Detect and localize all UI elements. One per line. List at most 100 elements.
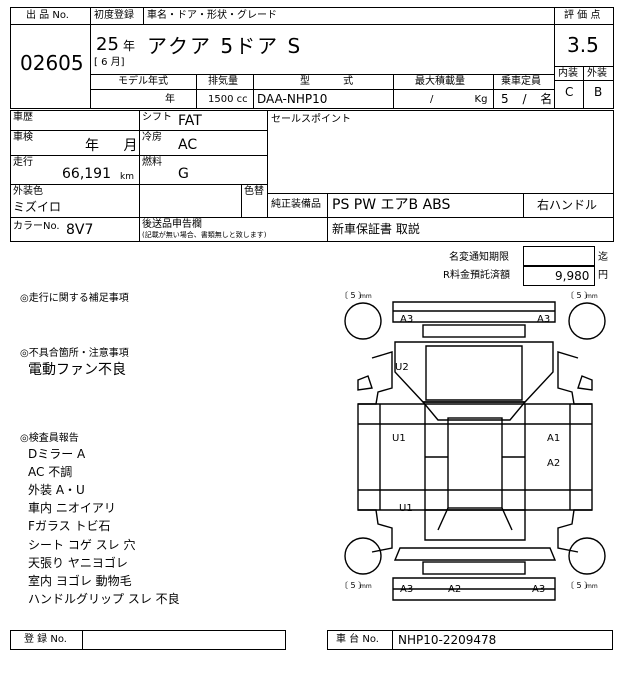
- score-label: 評 価 点: [564, 10, 601, 21]
- inspection-value: 年 月: [85, 138, 138, 154]
- details-row-div-3: [10, 184, 268, 185]
- type-label: 型 式: [300, 76, 354, 87]
- recycle-label: R料金預託済額: [443, 270, 510, 281]
- mark-left-front-door: U1: [392, 433, 406, 444]
- ac-label: 冷房: [142, 132, 162, 143]
- inspector-line-1: Dミラー A: [28, 447, 86, 461]
- recycle-unit: 円: [598, 270, 608, 281]
- inspector-line-5: Fガラス トビ石: [28, 519, 111, 533]
- color-change-label: 色替: [244, 186, 264, 197]
- shift: FAT: [178, 113, 202, 129]
- inspector-line-7: 天張り ヤニヨゴレ: [28, 556, 128, 570]
- chassis-no: NHP10-2209478: [398, 633, 497, 647]
- exterior-grade: B: [594, 85, 603, 99]
- details-row-div-2: [10, 155, 268, 156]
- type: DAA-NHP10: [257, 92, 328, 106]
- inspector-title: ◎検査員報告: [20, 433, 79, 444]
- chassis-label: 車 台 No.: [336, 634, 379, 645]
- reg-no-box: [10, 630, 286, 650]
- capacity: 5 / 名: [501, 92, 553, 106]
- defects-title: ◎不具合箇所・注意事項: [20, 348, 129, 359]
- mileage-label: 走行: [13, 157, 33, 168]
- fuel-label: 燃料: [142, 157, 162, 168]
- name-change-unit: 迄: [598, 252, 608, 263]
- tire-label-bottom-left: 〔 5 〕: [340, 581, 366, 590]
- tire-label-top-left: 〔 5 〕: [340, 291, 366, 300]
- mark-right-front-door: A1: [547, 433, 560, 444]
- tire-unit-bottom-right: mm: [586, 583, 598, 590]
- specs-col-div-2: [253, 74, 254, 109]
- displacement-label: 排気量: [208, 76, 238, 87]
- model-year-unit: 年: [165, 94, 175, 105]
- mileage-unit: km: [120, 172, 134, 182]
- shift-label: シフト: [142, 112, 172, 123]
- reg-no-label: 登 録 No.: [24, 634, 67, 645]
- tire-label-top-right: 〔 5 〕: [566, 291, 592, 300]
- chassis-div: [392, 630, 393, 650]
- specs-values-row: [90, 89, 555, 109]
- color: ミズイロ: [13, 200, 62, 214]
- color-no-label: カラーNo.: [13, 221, 60, 232]
- mark-rear-bumper-left: A3: [400, 584, 413, 595]
- equipment-div-2: [523, 193, 524, 218]
- color-no-box: [10, 217, 614, 242]
- equipment-label: 純正装備品: [271, 199, 321, 210]
- model-year-label: モデル年式: [118, 76, 168, 87]
- name-change-value-box: [523, 246, 595, 266]
- mark-left-rear-door: U1: [399, 503, 413, 514]
- mark-rear-bumper-center: A2: [448, 584, 461, 595]
- displacement: 1500 cc: [208, 94, 248, 105]
- mark-front-bumper-right: A3: [537, 314, 550, 325]
- first-reg-month: [ 6 月]: [94, 57, 125, 68]
- specs-col-div-3: [393, 74, 394, 109]
- mileage: 66,191: [62, 166, 111, 182]
- details-col-div: [139, 110, 140, 218]
- inspector-line-9: ハンドルグリップ スレ 不良: [28, 592, 180, 606]
- color-no-div: [139, 217, 140, 242]
- recycle-fee: 9,980: [555, 269, 590, 283]
- first-reg-label: 初度登録: [94, 10, 134, 21]
- interior-label: 内装: [558, 68, 578, 79]
- equipment: PS PW エアB ABS: [332, 197, 451, 213]
- post-delivery-div: [327, 217, 328, 242]
- max-load: / Kg: [430, 94, 488, 105]
- score-label-cell: [554, 7, 614, 25]
- car-name-label: 車名・ドア・形状・グレード: [147, 10, 277, 21]
- mark-hood: U2: [395, 362, 409, 373]
- tire-rear-right: [568, 537, 606, 575]
- color-label: 外装色: [13, 186, 43, 197]
- post-delivery-note: (記載が無い場合、書類無しと致します): [142, 231, 267, 239]
- recycle-value-box: [523, 266, 595, 286]
- mark-right-rear-door: A2: [547, 458, 560, 469]
- details-row-div-1: [10, 130, 268, 131]
- first-reg-year-unit: 年: [123, 39, 136, 53]
- steering: 右ハンドル: [537, 198, 598, 212]
- tire-front-right: [568, 302, 606, 340]
- inspector-line-2: AC 不調: [28, 465, 73, 479]
- inspector-line-8: 室内 ヨゴレ 動物毛: [28, 574, 132, 588]
- inspection-label: 車検: [13, 132, 33, 143]
- grade-divider: [583, 80, 584, 109]
- chassis-box: [327, 630, 613, 650]
- history-label: 車歴: [13, 112, 33, 123]
- defect-1: 電動ファン不良: [28, 362, 126, 378]
- inspector-line-6: シート コゲ スレ 穴: [28, 538, 136, 552]
- inspector-line-3: 外装 A・U: [28, 483, 85, 497]
- specs-col-div-4: [493, 74, 494, 109]
- mark-rear-bumper-right: A3: [532, 584, 545, 595]
- max-load-label: 最大積載量: [415, 76, 465, 87]
- tire-front-left: [344, 302, 382, 340]
- mark-front-bumper-left: A3: [400, 314, 413, 325]
- tire-unit-top-right: mm: [586, 293, 598, 300]
- specs-col-div-1: [196, 74, 197, 109]
- tire-rear-left: [344, 537, 382, 575]
- exterior-label-cell: [583, 66, 614, 81]
- exterior-label: 外装: [587, 68, 607, 79]
- car-name: アクア 5ドア S: [147, 34, 303, 58]
- sales-point-label: セールスポイント: [271, 114, 351, 125]
- color-no: 8V7: [66, 222, 94, 238]
- interior-grade: C: [565, 85, 574, 99]
- warranty-doc: 新車保証書 取説: [332, 222, 420, 236]
- score: 3.5: [567, 33, 599, 57]
- car-damage-diagram: 〔 5 〕 mm 〔 5 〕 mm 〔 5 〕 mm 〔 5 〕 mm A3 A…: [340, 291, 606, 601]
